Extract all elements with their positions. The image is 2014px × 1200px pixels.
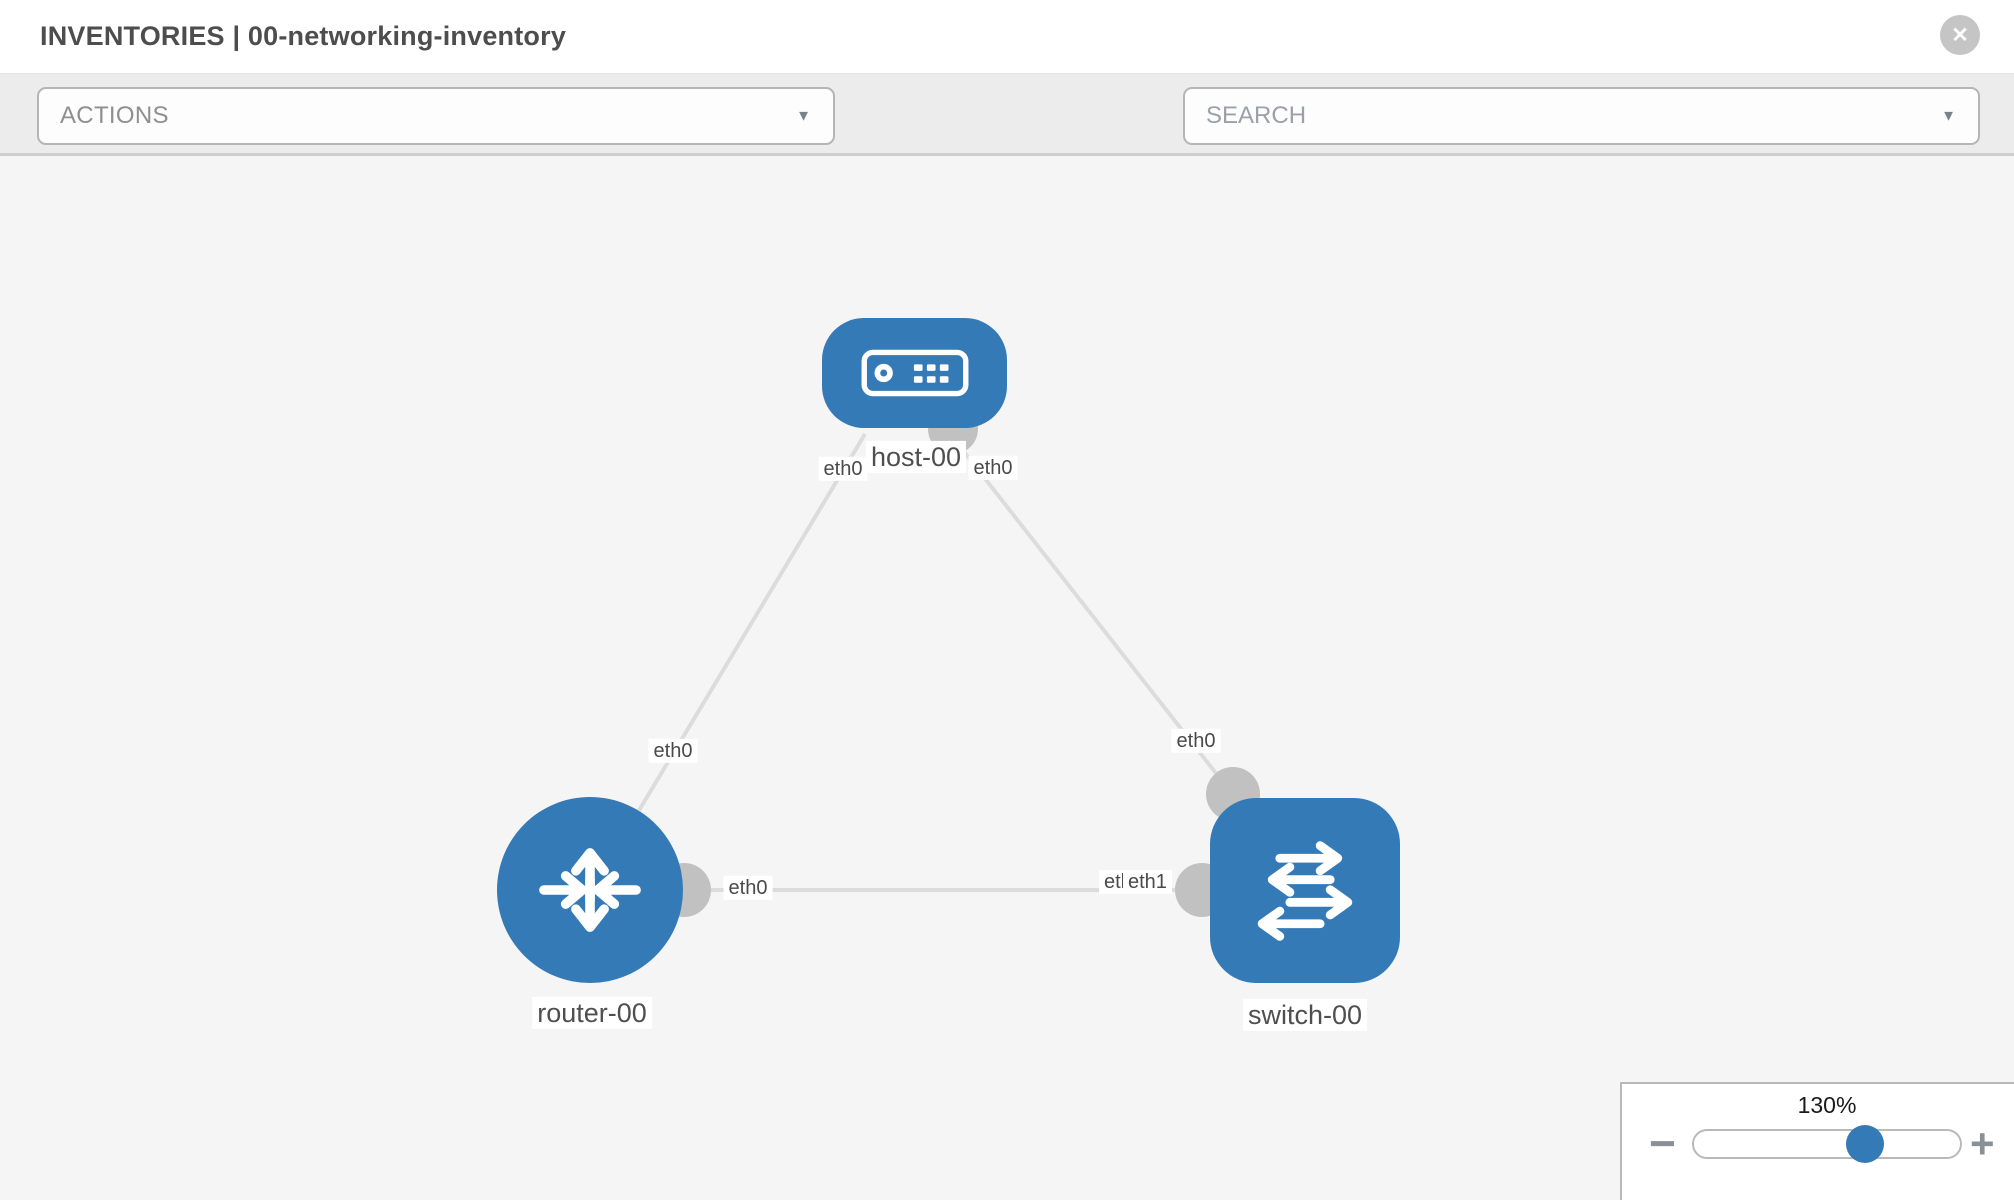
router-icon: [539, 848, 641, 932]
zoom-level-value: 130%: [1797, 1092, 1857, 1118]
node-label-router: router-00: [532, 996, 652, 1030]
actions-dropdown-label: ACTIONS: [60, 102, 169, 129]
node-switch-00[interactable]: [1210, 798, 1400, 983]
port-label: eth0: [723, 875, 773, 901]
switch-icon: [1257, 840, 1353, 941]
port-label: eth0: [818, 456, 868, 482]
node-router-00[interactable]: [497, 797, 683, 983]
header: INVENTORIES | 00-networking-inventory ✕: [0, 0, 2014, 73]
node-label-switch: switch-00: [1242, 998, 1368, 1032]
chevron-down-icon: ▼: [796, 107, 811, 125]
actions-dropdown[interactable]: ACTIONS ▼: [37, 87, 835, 145]
toolbar: ACTIONS ▼ ▼: [0, 73, 2014, 206]
zoom-control-panel: 130% − +: [1620, 1082, 2014, 1200]
search-input[interactable]: [1185, 89, 1978, 143]
zoom-out-button[interactable]: −: [1649, 1117, 1676, 1169]
page-title: INVENTORIES | 00-networking-inventory: [40, 21, 567, 51]
zoom-slider-thumb[interactable]: [1846, 1125, 1884, 1163]
zoom-slider-track[interactable]: [1692, 1129, 1962, 1159]
zoom-in-button[interactable]: +: [1970, 1120, 1995, 1167]
node-host-00[interactable]: [822, 318, 1007, 428]
port-label: eth0: [648, 738, 698, 764]
port-label: eth0: [1171, 728, 1221, 754]
host-icon: [861, 349, 968, 397]
topology-links-layer: [588, 404, 1260, 917]
search-box[interactable]: ▼: [1183, 87, 1980, 145]
close-icon: ✕: [1951, 23, 1969, 47]
chevron-down-icon: ▼: [1941, 107, 1956, 125]
node-label-host: host-00: [865, 440, 967, 474]
close-button[interactable]: ✕: [1940, 15, 1980, 55]
topology-canvas[interactable]: eth0 eth0 eth0 eth0 eth0 eth0 eth1 host-…: [0, 156, 2014, 1200]
port-label: eth0: [968, 455, 1018, 481]
port-label: eth1: [1123, 870, 1172, 895]
